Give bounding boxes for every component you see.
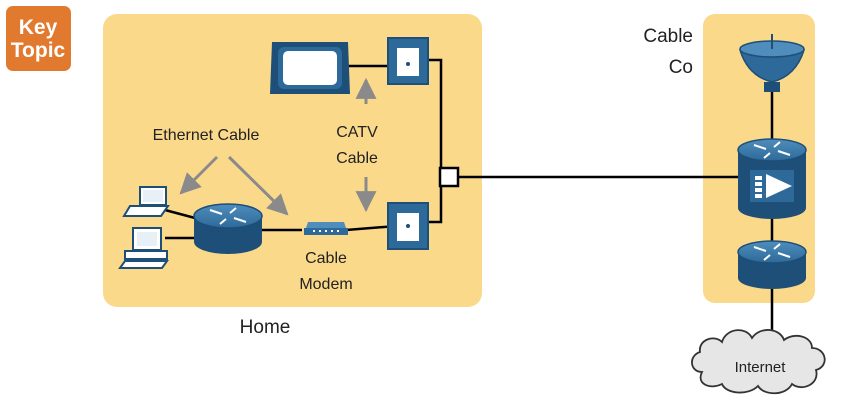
desktop-pc-icon: [118, 227, 169, 269]
wall-jack-icon: [387, 37, 429, 85]
annotation-arrows: [179, 77, 377, 216]
cable-co-label-line2: Co: [669, 57, 693, 78]
home-label: Home: [240, 317, 291, 338]
internet-label: Internet: [735, 359, 787, 376]
router-icon: [193, 203, 263, 254]
badge-line-2: Topic: [11, 39, 66, 62]
key-topic-badge: Key Topic: [6, 6, 71, 71]
cable-modem-icon: [304, 222, 348, 235]
catv-cable-label-line2: Cable: [336, 150, 378, 167]
cables: [164, 58, 774, 355]
ethernet-cable-label: Ethernet Cable: [153, 127, 260, 144]
cable-modem-label-line1: Cable: [305, 250, 347, 267]
router-icon: [737, 240, 807, 289]
splitter-icon: [438, 166, 460, 188]
cmts-router-icon: [737, 138, 807, 219]
satellite-dish-icon: [739, 34, 805, 92]
badge-line-1: Key: [19, 16, 58, 39]
laptop-icon: [122, 186, 170, 217]
catv-cable-label-line1: CATV: [336, 124, 378, 141]
cable-co-label-line1: Cable: [643, 26, 693, 47]
cable-modem-label-line2: Modem: [299, 276, 352, 293]
cloud-icon: [691, 329, 826, 395]
wall-jack-icon: [387, 202, 429, 250]
tv-icon: [270, 42, 350, 94]
